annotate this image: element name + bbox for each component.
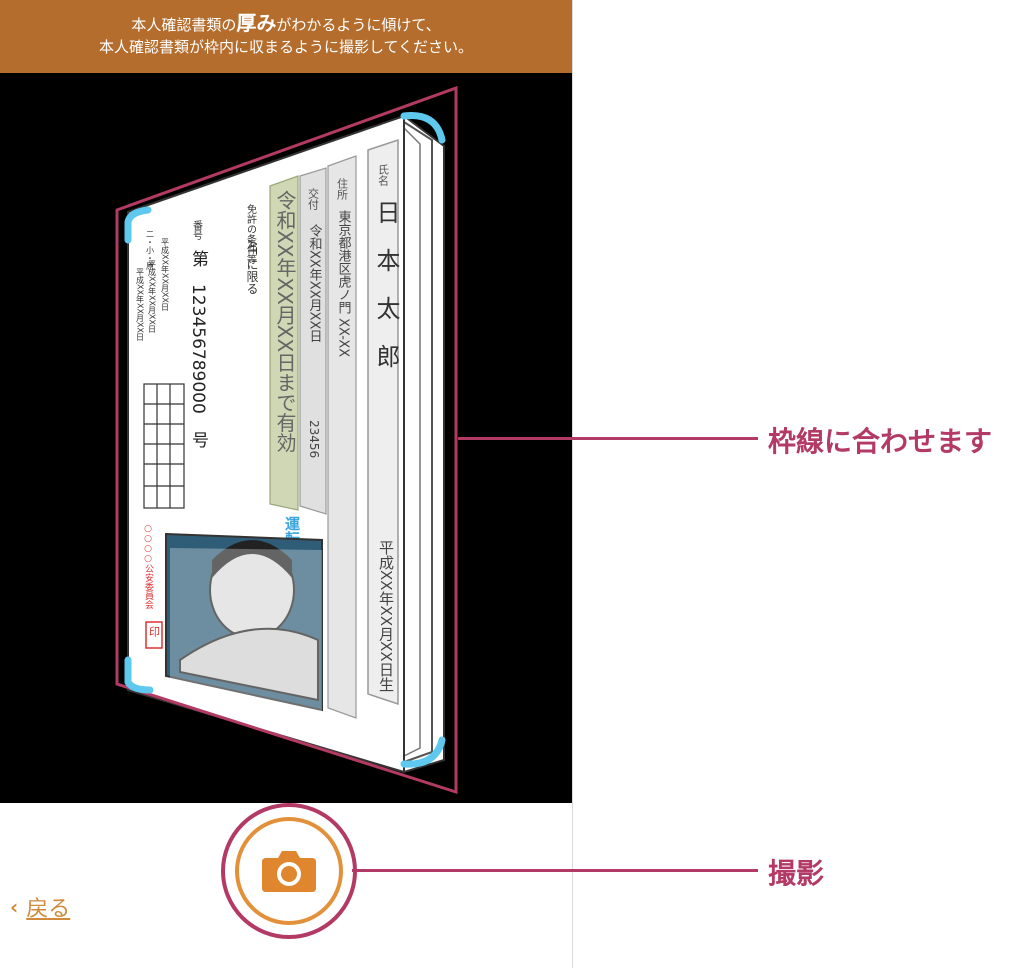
issue-field <box>299 167 327 515</box>
name-value: 日 本 太 郎 <box>372 200 400 368</box>
issue-number: 23456 <box>307 420 321 458</box>
instruction-text: がわかるように傾けて、 <box>276 16 441 34</box>
back-link[interactable]: ‹ 戻る <box>10 891 70 923</box>
seal-text: 印 <box>148 626 161 637</box>
license-class-grid <box>143 383 185 509</box>
instruction-emphasis: 厚み <box>236 11 277 35</box>
corner-markers <box>124 112 446 768</box>
address-value: 東京都港区虎ノ門 XX-XX <box>336 209 352 357</box>
instruction-banner: 本人確認書類の厚みがわかるように傾けて、 本人確認書類が枠内に収まるように撮影し… <box>0 0 572 73</box>
shutter-button[interactable] <box>221 803 357 939</box>
history-value: 平成XX年XX月XX日 <box>148 260 157 334</box>
seal-stamp <box>145 621 163 649</box>
commission-label: ○○○○公安委員会 <box>143 524 154 610</box>
camera-icon <box>262 851 316 892</box>
instruction-line-2: 本人確認書類が枠内に収まるように撮影してください。 <box>98 38 474 56</box>
issue-date: 令和XX年XX月XX日 <box>307 224 323 343</box>
camera-screen: 本人確認書類の厚みがわかるように傾けて、 本人確認書類が枠内に収まるように撮影し… <box>0 0 573 968</box>
expiry-field <box>269 175 299 511</box>
frame-callout-line <box>458 437 758 440</box>
issue-label: 交付 <box>307 187 320 211</box>
name-label: 氏名 <box>377 164 390 186</box>
viewfinder-canvas: 氏名 日 本 太 郎 平成XX年XX月XX日生 住所 東京都港区虎ノ門 XX-X… <box>115 85 458 795</box>
shoot-callout-text: 撮影 <box>768 857 825 890</box>
birth-date: 平成XX年XX月XX日生 <box>377 540 395 692</box>
number-label: 番号 <box>191 220 203 241</box>
history-value: 平成XX年XX月XX日 <box>136 268 145 342</box>
shutter-ring <box>235 817 343 925</box>
conditions-value: AT に限る <box>245 240 259 294</box>
conditions-label: 免許の条件等 <box>245 203 257 264</box>
chevron-left-icon: ‹ <box>10 895 19 919</box>
license-number: 第 123456789000 号 <box>188 250 209 449</box>
back-label: 戻る <box>26 897 71 922</box>
instruction-text: 本人確認書類の <box>131 16 237 34</box>
instruction-line-1: 本人確認書類の厚みがわかるように傾けて、 <box>0 12 572 36</box>
history-value: 平成XX年XX月XX日 <box>161 238 170 312</box>
guide-frame <box>115 85 458 795</box>
shoot-callout-line <box>352 869 758 872</box>
name-field <box>367 138 399 706</box>
camera-controls: ‹ 戻る <box>0 803 572 968</box>
frame-callout-text: 枠線に合わせます <box>768 425 993 458</box>
history-label: 二・小・原 <box>146 230 155 270</box>
expiry-date: 令和XX年XX月XX日まで有効 <box>273 190 297 453</box>
address-field <box>327 155 357 719</box>
address-label: 住所 <box>336 177 349 201</box>
